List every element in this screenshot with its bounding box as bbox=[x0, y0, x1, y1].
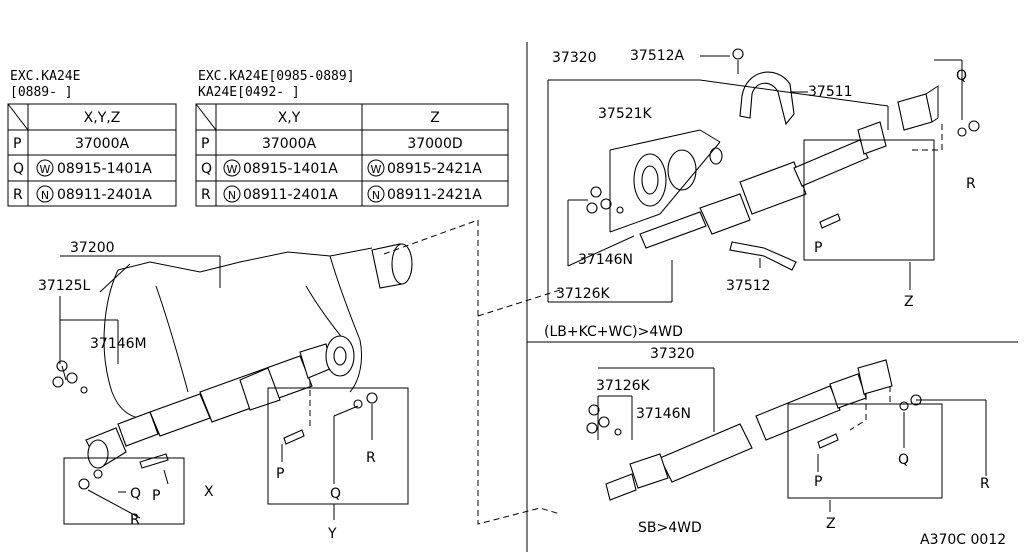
callout-q: Q bbox=[898, 452, 909, 468]
part-label-37320: 37320 bbox=[552, 50, 597, 66]
table-right-col-header-2: Z bbox=[430, 110, 440, 126]
group-label-y: Y bbox=[327, 526, 337, 542]
table-right-row-value-2: 08911-2421A bbox=[387, 187, 482, 203]
bolt-p bbox=[139, 453, 169, 469]
part-label-37512: 37512 bbox=[726, 278, 771, 294]
front-assembly-37200 bbox=[52, 243, 413, 490]
center-bearing-bracket bbox=[739, 71, 795, 126]
rear-assembly-37320-top bbox=[586, 48, 980, 271]
callout-r: R bbox=[980, 476, 990, 492]
table-left-header-line1: EXC.KA24E bbox=[10, 69, 80, 84]
bolt-37512A bbox=[732, 48, 744, 60]
table-right-row-value-1: 08911-2401A bbox=[243, 187, 338, 203]
table-right-row-value-1: 08915-1401A bbox=[243, 161, 338, 177]
rear-shaft-front-section bbox=[639, 211, 707, 249]
table-right-row-value-2: 37000D bbox=[407, 136, 462, 152]
washer-q bbox=[93, 469, 103, 479]
nut-r bbox=[366, 392, 378, 404]
table-left-row-key: P bbox=[13, 136, 21, 152]
table-left: EXC.KA24E [0889- ] X,Y,Z P 37000A Q W 08… bbox=[7, 69, 177, 207]
callout-r: R bbox=[366, 450, 376, 466]
table-right-row-key: Q bbox=[201, 161, 212, 177]
callout-q: Q bbox=[330, 486, 341, 502]
nut-r bbox=[78, 478, 90, 490]
part-label-37511: 37511 bbox=[808, 84, 853, 100]
nut-symbol: N bbox=[372, 189, 380, 202]
variant-label-sb: SB>4WD bbox=[638, 520, 702, 536]
table-left-col-header: X,Y,Z bbox=[84, 110, 121, 126]
table-left-row-value: 08911-2401A bbox=[57, 187, 152, 203]
part-label-37320: 37320 bbox=[650, 346, 695, 362]
callout-r: R bbox=[966, 176, 976, 192]
group-label-z: Z bbox=[904, 294, 914, 310]
callout-p: P bbox=[814, 474, 822, 490]
transfer-case-outline bbox=[103, 247, 373, 421]
part-label-37126K: 37126K bbox=[596, 378, 651, 394]
table-left-row-key: R bbox=[13, 187, 23, 203]
part-label-37125L: 37125L bbox=[38, 278, 91, 294]
callout-p: P bbox=[276, 466, 284, 482]
diagram-code: A370C 0012 bbox=[920, 532, 1006, 548]
table-left-row-key: Q bbox=[13, 161, 24, 177]
washer-symbol: W bbox=[40, 163, 51, 176]
center-bearing-housing bbox=[739, 161, 807, 215]
table-right-row-key: R bbox=[201, 187, 211, 203]
rear-shaft-tube bbox=[659, 423, 753, 483]
table-right-row-value-1: 37000A bbox=[262, 136, 317, 152]
bracket-37512 bbox=[729, 241, 797, 271]
nut-symbol: N bbox=[228, 189, 236, 202]
part-label-37512A: 37512A bbox=[630, 48, 685, 64]
washer-symbol: W bbox=[371, 163, 382, 176]
callout-p: P bbox=[152, 488, 160, 504]
callout-r: R bbox=[130, 512, 140, 528]
washer-q bbox=[353, 399, 363, 409]
part-label-37200: 37200 bbox=[70, 240, 115, 256]
rear-flange bbox=[897, 93, 933, 131]
rear-flange bbox=[857, 359, 893, 395]
variant-label-4wd: (LB+KC+WC)>4WD bbox=[544, 324, 683, 340]
table-left-row-value: 08915-1401A bbox=[57, 161, 152, 177]
group-label-z: Z bbox=[826, 516, 836, 532]
part-label-37146N: 37146N bbox=[578, 252, 633, 268]
part-label-37126K: 37126K bbox=[556, 286, 611, 302]
table-right-row-value-2: 08915-2421A bbox=[387, 161, 482, 177]
table-right-col-header-1: X,Y bbox=[278, 110, 301, 126]
bolt-p bbox=[283, 429, 305, 445]
washer-symbol: W bbox=[227, 163, 238, 176]
callout-q: Q bbox=[130, 486, 141, 502]
callout-q: Q bbox=[956, 68, 967, 84]
table-right-header-line2: KA24E[0492- ] bbox=[198, 85, 300, 100]
table-right-row-key: P bbox=[201, 136, 209, 152]
part-label-37146M: 37146M bbox=[90, 336, 147, 352]
callout-p: P bbox=[814, 240, 822, 256]
table-left-header-line2: [0889- ] bbox=[10, 85, 73, 100]
spider-kit-37125L bbox=[52, 360, 88, 394]
nut-symbol: N bbox=[41, 189, 49, 202]
group-label-x: X bbox=[204, 484, 214, 500]
part-label-37521K: 37521K bbox=[598, 106, 653, 122]
table-left-row-value: 37000A bbox=[75, 136, 130, 152]
table-right-header-line1: EXC.KA24E[0985-0889] bbox=[198, 69, 355, 84]
part-label-37146N: 37146N bbox=[636, 406, 691, 422]
table-right: EXC.KA24E[0985-0889] KA24E[0492- ] X,Y Z… bbox=[195, 69, 509, 207]
